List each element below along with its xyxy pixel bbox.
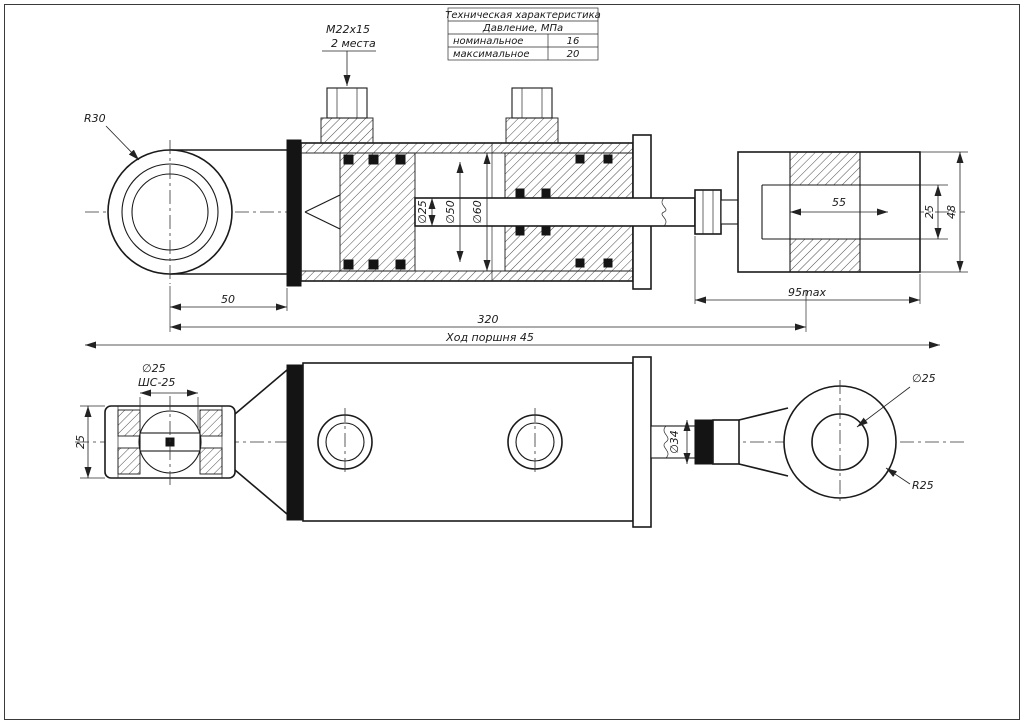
port-hole-2 [507,408,563,476]
eye-width-label: 25 [74,435,87,449]
spec-row-max-value: 20 [567,49,580,60]
gland-seal [575,154,585,164]
rod-dia-plan-label: ∅34 [668,430,681,454]
piston-seal [395,259,406,270]
spec-table: Техническая характеристика Давление, МПа… [445,7,601,61]
plan-view-dimensions: 25 ∅25 ШС-25 ∅34 ∅25 R25 [74,362,936,492]
eye-hole-dia-label: ∅25 [912,372,936,385]
port-boss-2 [505,87,559,144]
gland-seal [515,226,525,236]
rod-collar [694,419,714,465]
port-fitting [326,87,368,119]
plan-view: 25 ∅25 ШС-25 ∅34 ∅25 R25 [74,356,965,528]
spec-row-max-label: максимальное [453,49,529,60]
rod-nut [694,189,722,235]
spec-row-nominal-label: номинальное [453,36,523,47]
piston-seal [343,154,354,165]
rear-flange [286,139,302,287]
radius-label: R30 [84,112,106,125]
piston-seal [368,259,379,270]
piston-seal [368,154,379,165]
port-collar [320,117,374,144]
rear-eye [107,140,287,284]
cylinder-body-plan [302,362,634,522]
gland-seal [575,258,585,268]
rear-flange-plan [286,364,304,521]
overall-length-label: 320 [478,313,499,326]
gland-seal [541,226,551,236]
eye-to-face-label: 50 [221,293,235,306]
bearing-bore-label: ∅25 [142,362,166,375]
rod-gland [504,152,634,272]
port-fitting [511,87,553,119]
clevis-hole-section-lower [789,238,861,273]
rod [414,197,696,227]
stroke-label: Ход поршня 45 [445,331,534,344]
clevis-hole-section-upper [789,151,861,186]
front-flange-plan [632,356,652,528]
section-view: R30 M22x15 2 места ∅25 ∅50 ∅60 55 25 [84,23,968,349]
bearing-eye [104,396,236,488]
spec-table-header: Техническая характеристика [445,10,601,21]
fork-depth-label: 55 [832,196,846,209]
rod-plan [650,419,740,465]
rod-stub [720,199,739,225]
bore-dia-label: ∅60 [471,200,484,224]
piston-seal [395,154,406,165]
spec-table-subheader: Давление, МПа [482,23,563,34]
rod-eye [738,380,897,504]
fork-height-label: 48 [945,205,958,219]
rod-break-line [661,197,667,227]
port-hole-1 [317,408,373,476]
bearing-type-label: ШС-25 [138,376,175,389]
thread-label: M22x15 [326,23,370,36]
gland-seal [515,188,525,198]
eye-radius-label: R25 [912,479,934,492]
piston-assembly [304,152,416,272]
piston-seal [343,259,354,270]
port-collar [505,117,559,144]
spec-row-nominal-value: 16 [567,36,580,47]
port-boss-1 [320,87,374,144]
rod-break-line [663,425,669,459]
fork-slot-width-label: 25 [923,205,936,219]
gland-seal [603,154,613,164]
gland-seal [541,188,551,198]
rod-sleeve [712,419,740,465]
thread-note: 2 места [331,37,376,50]
piston-dia-label: ∅50 [444,200,457,224]
piston [339,152,416,272]
rod-dia-label: ∅25 [416,200,429,224]
top-view-dimensions: R30 M22x15 2 места ∅25 ∅50 ∅60 55 25 [84,23,968,349]
rod-extension-label: 95max [788,286,826,299]
gland-seal [603,258,613,268]
